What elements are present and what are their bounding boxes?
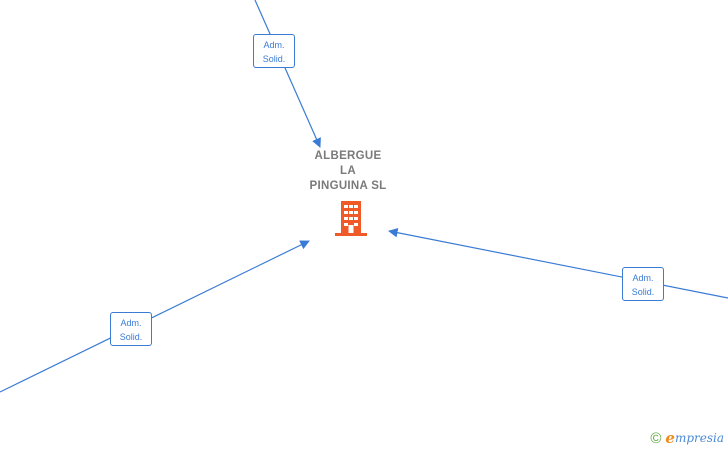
empresia-watermark: © e mpresia (650, 429, 724, 447)
edge-line-right (388, 227, 728, 299)
company-name-line-1: ALBERGUE (314, 150, 382, 162)
edge-label-role-detail: Solid. (119, 332, 143, 342)
company-name-line-2: LA (340, 165, 356, 177)
building-icon[interactable] (335, 201, 367, 236)
edge-label-left[interactable]: Adm. Solid. (110, 312, 152, 346)
company-name[interactable]: ALBERGUE LA PINGUINA SL (298, 149, 398, 194)
edge-line-top (254, 0, 321, 148)
edge-label-role-detail: Solid. (262, 54, 286, 64)
edge-label-role: Adm. (632, 273, 654, 283)
brand-logo-text: mpresia (674, 431, 724, 445)
edge-label-role: Adm. (263, 40, 285, 50)
edge-label-role: Adm. (120, 318, 142, 328)
brand-logo-initial: e (665, 429, 675, 447)
company-name-line-3: PINGUINA SL (309, 180, 387, 192)
edge-label-top[interactable]: Adm. Solid. (253, 34, 295, 68)
edge-line-left (0, 240, 310, 393)
edge-label-role-detail: Solid. (631, 287, 655, 297)
copyright-icon: © (650, 429, 662, 447)
edge-label-right[interactable]: Adm. Solid. (622, 267, 664, 301)
